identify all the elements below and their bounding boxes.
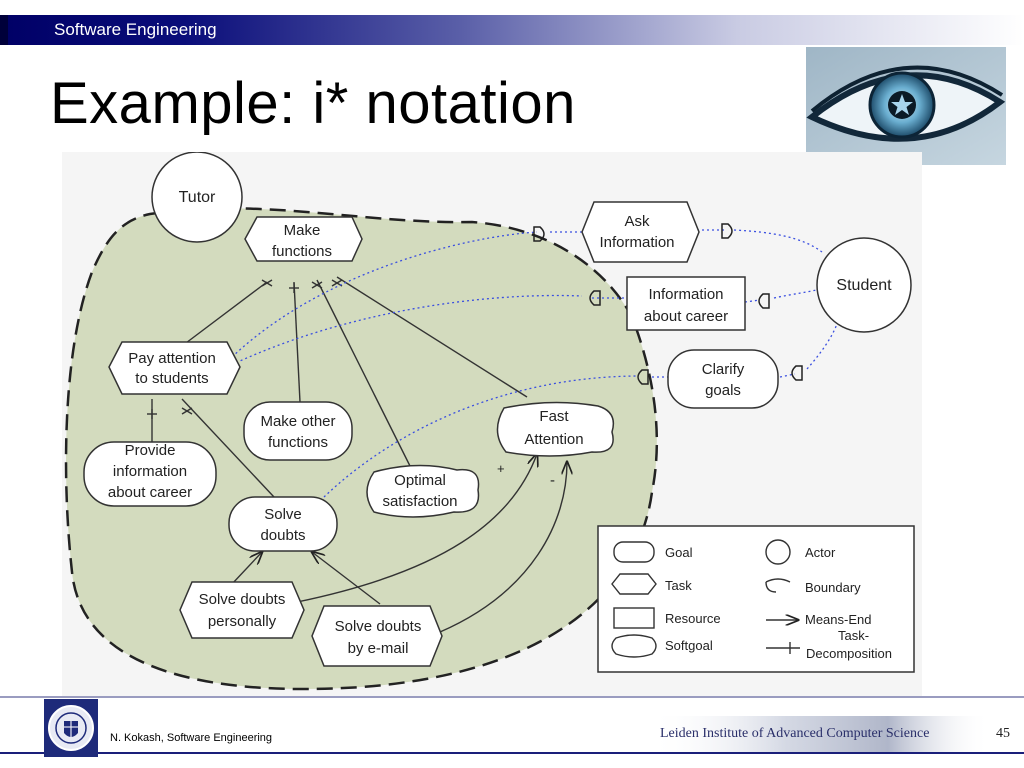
minus-contribution-label: - (550, 472, 555, 489)
legend-goal-label: Goal (665, 545, 693, 560)
resource-information-about-career (626, 276, 746, 331)
legend-decomposition-label-2: Decomposition (806, 646, 892, 661)
footer-author: N. Kokash, Software Engineering (110, 732, 273, 744)
dep-d-student-2 (773, 288, 821, 299)
goal-make-other-line1: Make other (260, 413, 335, 430)
task-ask-information-line2: Information (599, 234, 674, 251)
task-ask-information-line1: Ask (624, 213, 650, 230)
eye-image (806, 47, 1006, 165)
footer-divider-bottom (0, 752, 1024, 754)
legend-actor-label: Actor (805, 545, 836, 560)
goal-clarify-goals (667, 349, 779, 409)
dep-solve-doubts-clarify (323, 375, 638, 498)
legend-resource-label: Resource (665, 611, 721, 626)
footer-divider-top (0, 696, 1024, 698)
link-email-solve-doubts (312, 552, 381, 605)
goal-solve-doubts-line2: doubts (260, 527, 305, 544)
goal-make-other-line2: functions (268, 434, 328, 451)
dep-pay-attention-info-career (226, 294, 583, 368)
link-personally-fast-attention (296, 454, 537, 603)
task-make-functions-line2: functions (272, 243, 332, 260)
task-email-line1: Solve doubts (335, 618, 422, 635)
university-seal-logo (44, 699, 98, 757)
goal-clarify-line1: Clarify (702, 361, 745, 378)
goal-provide-line3: about career (108, 484, 192, 501)
softgoal-fast-line2: Attention (524, 431, 583, 448)
dep-d-student-3 (806, 323, 838, 370)
course-title: Software Engineering (54, 20, 217, 39)
goal-provide-information (83, 441, 217, 507)
softgoal-fast-line1: Fast (539, 408, 569, 425)
institute-name: Leiden Institute of Advanced Computer Sc… (660, 726, 930, 741)
task-solve-doubts-email (311, 605, 443, 667)
goal-make-other-functions (243, 401, 353, 461)
softgoal-fast-attention (496, 401, 615, 457)
legend-softgoal-icon (611, 634, 657, 658)
header-accent (0, 15, 8, 45)
softgoal-optimal-satisfaction (366, 464, 480, 518)
legend-resource-icon (613, 607, 655, 629)
institute-banner-image (650, 716, 990, 752)
legend: Goal Task Resource Softgoal Actor Bounda… (597, 525, 915, 673)
goal-provide-line2: information (113, 463, 187, 480)
link-fast-attention-make-functions (336, 276, 528, 398)
actor-student-label: Student (836, 277, 892, 294)
goal-solve-doubts (228, 496, 338, 552)
task-ask-information (581, 201, 700, 263)
link-make-other-make-functions (293, 281, 301, 403)
link-email-fast-attention (439, 462, 567, 633)
task-email-line2: by e-mail (348, 640, 409, 657)
task-pay-attention-line2: to students (135, 370, 208, 387)
plus-contribution-label: + (497, 461, 505, 476)
legend-means-end-label: Means-End (805, 612, 871, 627)
dep-d-student-1 (733, 229, 823, 253)
legend-task-label: Task (665, 578, 692, 593)
resource-line1: Information (648, 286, 723, 303)
actor-tutor-label: Tutor (179, 189, 216, 206)
slide-title: Example: i* notation (50, 71, 576, 136)
link-optimal-make-functions (316, 279, 413, 471)
legend-softgoal-label: Softgoal (665, 638, 713, 653)
actor-tutor (151, 152, 243, 243)
header-bar: Software Engineering (0, 15, 1024, 45)
actor-student (816, 237, 912, 333)
resource-line2: about career (644, 308, 728, 325)
task-personally-line2: personally (208, 613, 277, 630)
page-number: 45 (996, 726, 1010, 741)
goal-clarify-line2: goals (705, 382, 741, 399)
goal-solve-doubts-line1: Solve (264, 506, 302, 523)
task-solve-doubts-personally (179, 581, 305, 639)
istar-diagram: + - Tutor Student Make functions Pay att… (62, 152, 922, 697)
softgoal-optimal-line2: satisfaction (382, 493, 457, 510)
task-pay-attention (108, 341, 241, 395)
legend-goal-icon (613, 541, 655, 563)
legend-actor-icon (765, 539, 791, 565)
legend-boundary-label: Boundary (805, 580, 861, 595)
link-solve-doubts-pay-attention (181, 398, 275, 498)
task-pay-attention-line1: Pay attention (128, 350, 216, 367)
task-make-functions (244, 216, 363, 262)
legend-task-icon (611, 573, 657, 595)
legend-decomposition-label-1: Task- (838, 628, 869, 643)
link-personally-solve-doubts (231, 552, 262, 585)
task-make-functions-line1: Make (284, 222, 321, 239)
task-personally-line1: Solve doubts (199, 591, 286, 608)
softgoal-optimal-line1: Optimal (394, 472, 446, 489)
tutor-boundary (64, 207, 659, 691)
goal-provide-line1: Provide (125, 442, 176, 459)
link-pay-attention-make-functions (173, 281, 268, 353)
legend-boundary-icon (765, 578, 791, 583)
